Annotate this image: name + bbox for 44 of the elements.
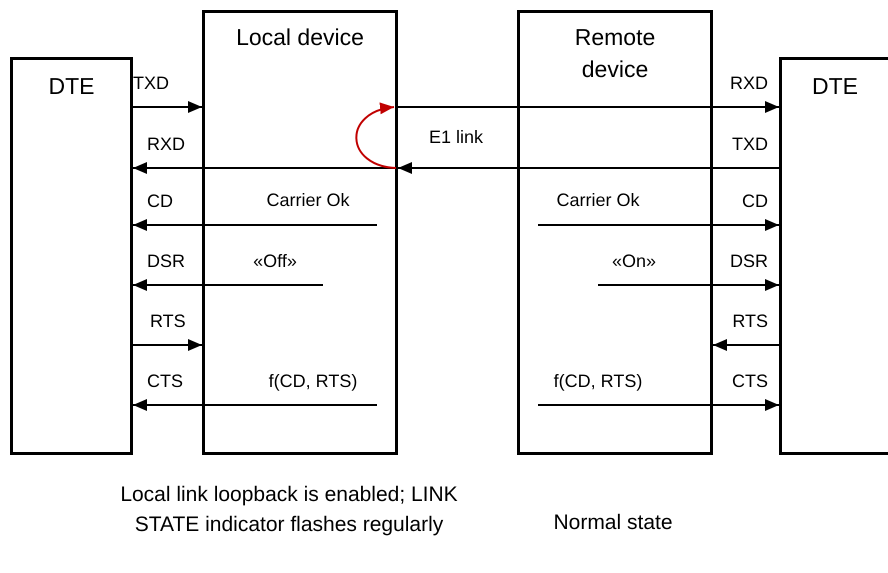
node-title: DTE <box>48 72 96 101</box>
arrow <box>133 219 377 231</box>
arrow <box>538 399 779 411</box>
signal-state: f(CD, RTS) <box>268 370 358 392</box>
state-description: Local link loopback is enabled; LINK STATE indicator flashes regularly <box>119 482 459 538</box>
node-title: DTE <box>811 72 859 101</box>
loopback-arrow <box>355 104 396 169</box>
node-title: Local device <box>235 23 365 52</box>
arrow <box>133 162 398 174</box>
line <box>398 106 517 108</box>
signal-label: CD <box>147 190 173 212</box>
arrow <box>133 399 377 411</box>
signal-label: RXD <box>147 133 186 155</box>
signal-state: «On» <box>612 250 656 272</box>
device-box <box>202 10 398 455</box>
signal-state: Carrier Ok <box>556 189 640 211</box>
signal-label: DSR <box>147 250 186 272</box>
signal-label: CTS <box>732 370 768 392</box>
signal-state: Carrier Ok <box>266 189 350 211</box>
node-title: Remote device <box>574 23 656 84</box>
signal-state: «Off» <box>253 250 297 272</box>
arrow <box>398 162 713 174</box>
signal-label: CD <box>742 190 768 212</box>
arrow <box>713 339 779 351</box>
arrow <box>133 339 202 351</box>
arrow <box>517 101 779 113</box>
signal-label: TXD <box>732 133 768 155</box>
link-label: E1 link <box>428 126 484 148</box>
signal-label: CTS <box>147 370 183 392</box>
device-box <box>517 10 713 455</box>
signal-label: DSR <box>730 250 768 272</box>
signal-label: TXD <box>133 72 169 94</box>
state-description: Normal state <box>553 510 673 536</box>
signal-label: RXD <box>730 72 768 94</box>
terminal-box <box>779 57 888 455</box>
signal-state: f(CD, RTS) <box>554 370 642 392</box>
terminal-box <box>10 57 133 455</box>
arrow <box>133 279 323 291</box>
arrow <box>133 101 202 113</box>
line <box>713 167 779 169</box>
arrow <box>538 219 779 231</box>
arrow <box>598 279 779 291</box>
signal-label: RTS <box>732 310 768 332</box>
signal-label: RTS <box>150 310 186 332</box>
